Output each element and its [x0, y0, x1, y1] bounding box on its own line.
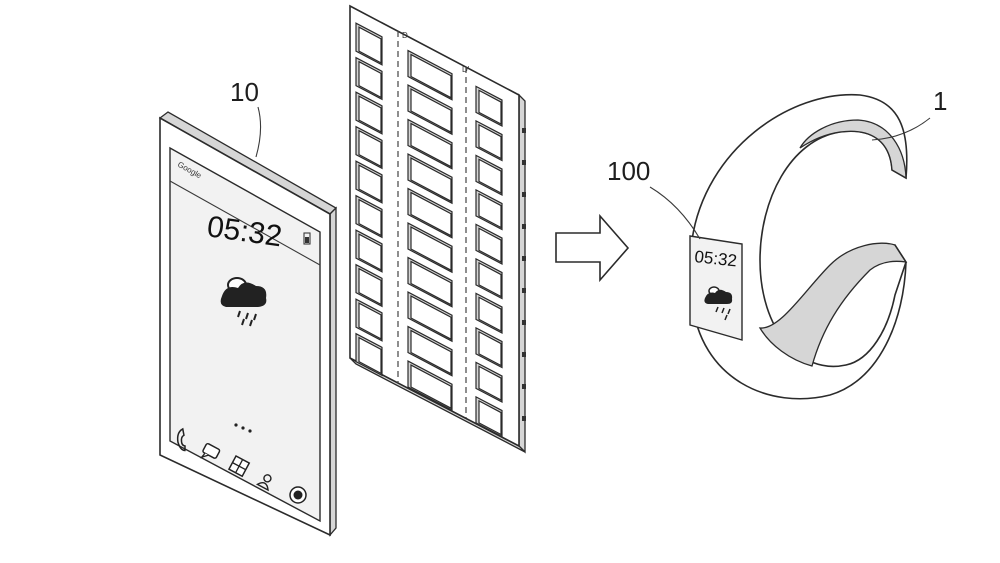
right-arrow-icon: [555, 213, 630, 283]
flexible-panel: D D': [349, 4, 526, 454]
band-leader-line: [871, 117, 931, 141]
contacts-icon: [255, 474, 272, 492]
panel-cell: [355, 125, 383, 170]
panel-cell: [475, 292, 503, 335]
panel-edge-tab: [522, 224, 526, 229]
device-leader-line: [255, 106, 262, 158]
panel-cell: [355, 160, 383, 204]
panel-cell: [407, 49, 453, 101]
marker-left: D: [402, 31, 408, 40]
panel-cell: [355, 22, 383, 66]
wearable-band: 05:32: [689, 93, 908, 400]
band-label: 1: [933, 86, 947, 116]
panel-cell: [475, 257, 503, 300]
dock: [176, 427, 307, 504]
phone-device: Google 05:32: [158, 111, 338, 537]
panel-cell: [475, 119, 503, 162]
band-weather-icon: [704, 286, 733, 321]
panel-cell: [407, 118, 453, 170]
panel-cell: [407, 187, 453, 239]
panel-cell: [475, 85, 503, 128]
panel-cell: [475, 326, 503, 369]
device-label: 10: [230, 77, 259, 107]
panel-edge-tab: [522, 416, 526, 421]
panel-cell: [407, 325, 453, 377]
panel-cell: [355, 194, 383, 239]
display-label: 100: [607, 156, 650, 186]
panel-cell: [407, 256, 453, 308]
panel-cell: [475, 188, 503, 231]
panel-edge-tab: [522, 128, 526, 133]
apps-grid-icon: [227, 454, 251, 478]
panel-edge-tab: [522, 320, 526, 325]
phone-weather-icon: [220, 277, 267, 327]
marker-right: D': [462, 65, 470, 74]
display-leader-line: [649, 186, 701, 240]
browser-icon: [289, 486, 307, 504]
panel-cell: [407, 153, 453, 205]
page-dots: [234, 423, 252, 433]
panel-edge-tab: [522, 384, 526, 389]
battery-icon: [303, 232, 311, 245]
panel-cell: [475, 395, 503, 438]
panel-cell: [407, 222, 453, 274]
panel-cell: [475, 361, 503, 404]
panel-cell: [355, 91, 383, 135]
band-time: 05:32: [694, 247, 738, 270]
panel-cell: [355, 229, 383, 273]
panel-cell: [355, 56, 383, 101]
phone-icon: [176, 427, 186, 452]
phone-screen: [169, 146, 321, 523]
panel-cell: [475, 223, 503, 266]
panel-cell: [355, 298, 383, 342]
panel-cell: [355, 263, 383, 308]
panel-cell: [355, 332, 383, 377]
message-icon: [199, 442, 221, 459]
panel-edge-tab: [522, 160, 526, 165]
panel-cells: [355, 22, 503, 438]
panel-cell: [475, 154, 503, 197]
panel-cell: [407, 84, 453, 136]
panel-edge-tab: [522, 352, 526, 357]
panel-cell: [407, 291, 453, 343]
panel-edge-tab: [522, 192, 526, 197]
panel-edge-tabs: [522, 128, 526, 421]
panel-edge-tab: [522, 288, 526, 293]
panel-cell: [407, 360, 453, 412]
panel-edge-tab: [522, 256, 526, 261]
